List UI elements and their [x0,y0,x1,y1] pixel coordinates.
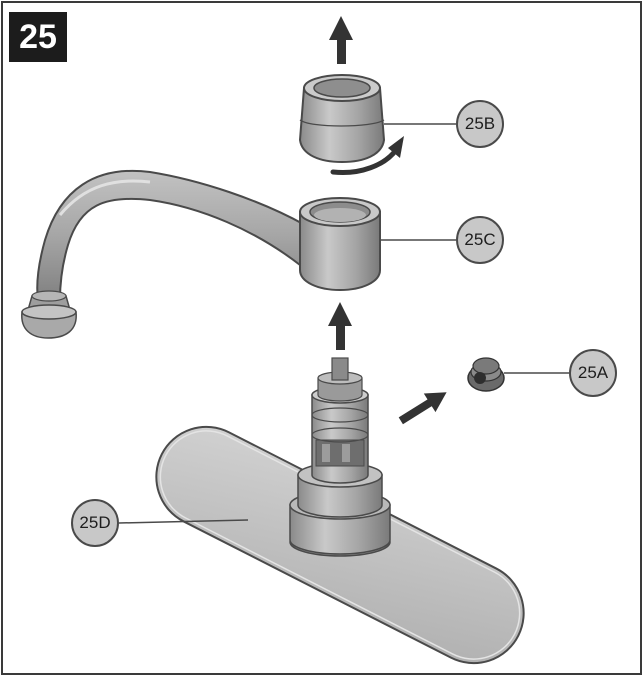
spout-part [21,169,381,339]
cap-part [298,74,386,164]
callout-25d: 25D [71,499,119,547]
step-number-badge: 25 [9,12,67,62]
seat-spring-part [467,357,505,392]
callout-25b: 25B [456,100,504,148]
up-arrow-top [329,16,353,64]
leader-25D [118,519,249,524]
up-arrow-middle [328,302,352,350]
callout-25c: 25C [456,216,504,264]
insert-arrow [398,392,447,425]
rotate-arrow-head [388,136,404,158]
callout-25a: 25A [569,349,617,397]
valve-body-part [289,357,391,557]
rotate-arrow [330,147,399,176]
